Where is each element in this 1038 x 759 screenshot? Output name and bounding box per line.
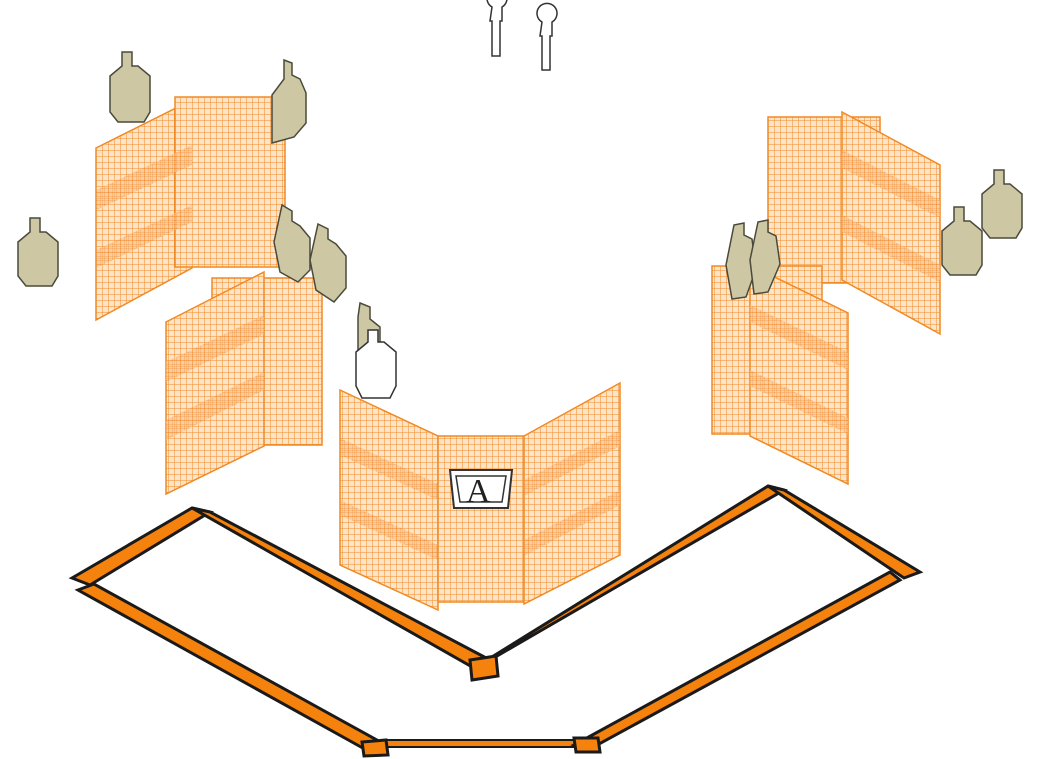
wall-right-lower (711, 263, 849, 486)
wall-center-left (339, 388, 439, 612)
wall-left-lower (165, 270, 323, 496)
wall-center-front (437, 435, 525, 603)
paper-target (981, 169, 1023, 239)
no-shoot-target (486, 0, 508, 57)
paper-target (109, 51, 151, 123)
start-marker-label: A (466, 473, 491, 510)
paper-target (271, 58, 307, 144)
paper-target (17, 217, 59, 287)
no-shoot-group (355, 0, 558, 399)
targets-group (17, 51, 1023, 362)
wall-right-upper (767, 110, 941, 336)
walls-group (95, 96, 941, 612)
paper-target (309, 222, 347, 303)
paper-target (273, 203, 311, 283)
wall-center-right (523, 381, 621, 606)
wall-left-upper (95, 96, 286, 322)
paper-target (749, 219, 781, 295)
no-shoot-target (536, 2, 558, 71)
start-position-marker: A (448, 469, 514, 510)
no-shoot-target (355, 329, 397, 399)
paper-target (941, 206, 983, 276)
fault-lines-group (68, 484, 924, 758)
fault-line-inner (68, 484, 924, 682)
fault-line-outer (74, 570, 903, 758)
